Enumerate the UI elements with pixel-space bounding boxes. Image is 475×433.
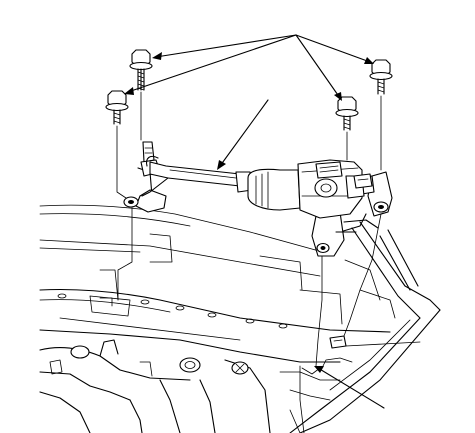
motor-mount-bracket [311,211,379,257]
left-pivot-bracket [123,141,167,213]
bolt-right-mid [335,96,359,131]
alignment-lines [116,91,421,433]
bolt-left-top [129,49,153,91]
cowl-panel [39,204,391,363]
connector [329,173,373,349]
connector-callout-leader [314,366,385,409]
engine-bay-lower [39,339,353,433]
wiper-motor [247,159,365,219]
bolt-callout-leaders [124,34,374,101]
body-frame-right [289,221,441,433]
bolt-right-top [369,59,393,95]
linkage-callout-leader [217,99,269,170]
bolt-left-mid [105,90,129,125]
